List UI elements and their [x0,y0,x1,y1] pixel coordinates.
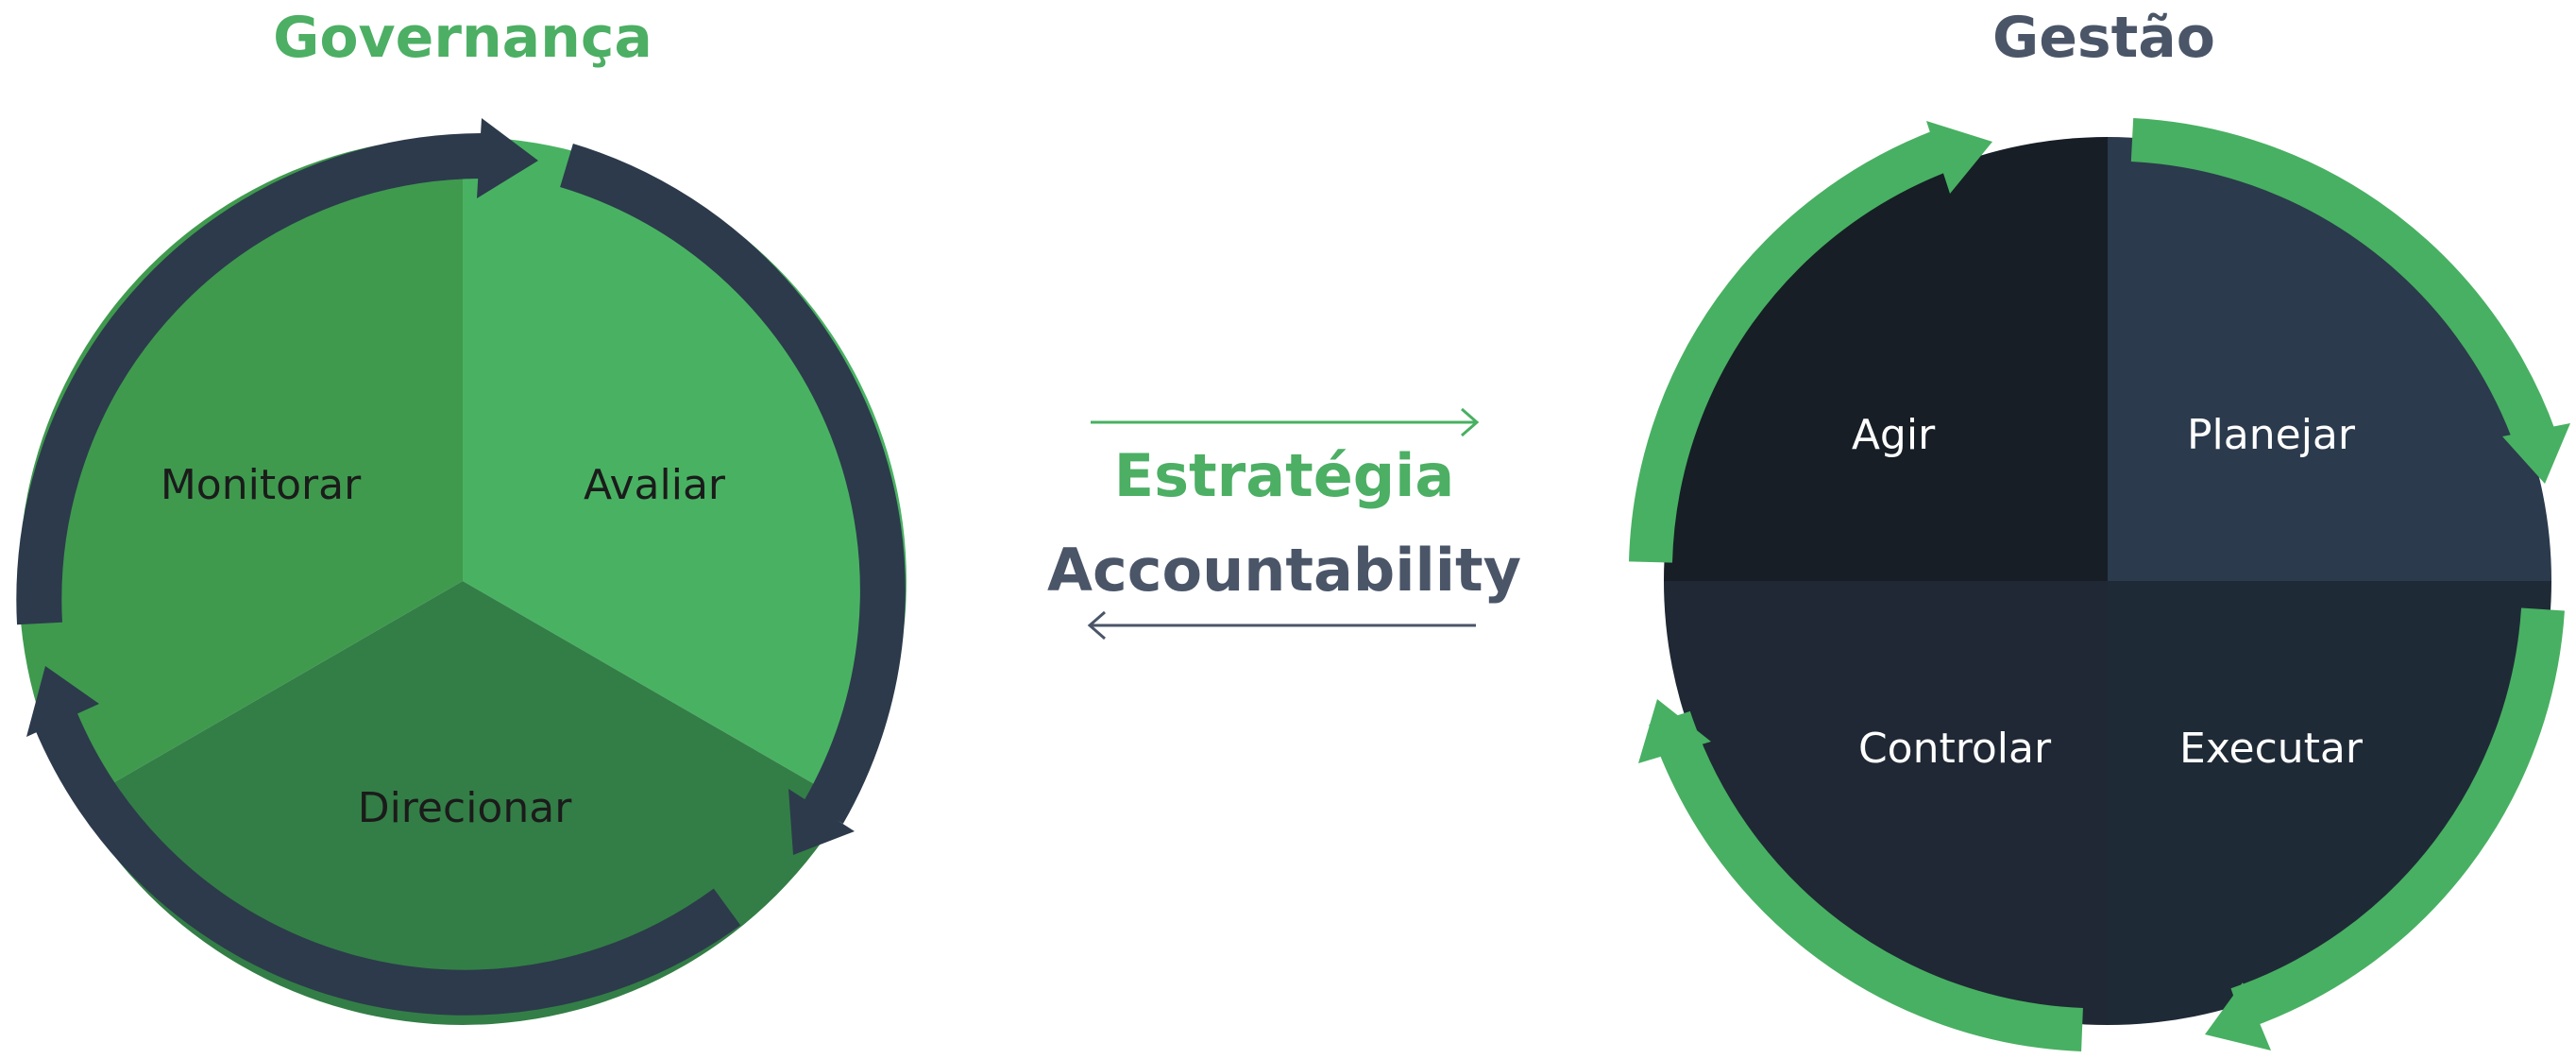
arrow-arc-evaluate-to-direct [560,144,906,824]
accountability-arrow-head-icon [1087,610,1106,641]
arrow-arc-direct-to-monitor [33,709,741,1016]
arrow-head-right-icon [2502,423,2570,484]
strategy-arrow-head-icon [1461,407,1480,437]
quadrant-execute-label: Executar [2179,725,2364,773]
management-cycle: Agir Planejar Controlar Executar [1629,118,2570,1051]
quadrant-plan [2108,137,2551,581]
governance-title: Governança [273,5,652,71]
quadrant-control [1664,581,2108,1025]
management-title: Gestão [1992,5,2215,71]
arrow-head-bottom-right-icon [2205,982,2271,1050]
arrow-arc-execute-to-control [2230,607,2565,1030]
quadrant-act-label: Agir [1852,411,1936,459]
segment-direct [78,581,847,1025]
arrow-arc-act-to-plan [1629,128,1954,563]
arrow-arc-control-to-act [1649,710,2083,1051]
arrow-head-top-icon [477,118,538,198]
arrow-head-left-icon [26,666,99,737]
quadrant-execute [2108,581,2551,1025]
segment-evaluate-label: Avaliar [584,461,726,509]
center-connector: Estratégia Accountability [1047,407,1521,641]
management-arrows [1629,118,2565,1051]
segment-direct-label: Direcionar [358,784,572,832]
arrow-arc-monitor-to-evaluate [16,133,483,625]
arrow-head-right-icon [788,789,855,855]
arrow-head-bottom-left-icon [1638,699,1711,763]
arrow-arc-plan-to-execute [2130,118,2556,447]
quadrant-act [1664,137,2108,581]
accountability-label: Accountability [1047,536,1521,605]
arrow-head-top-left-icon [1926,121,1992,194]
strategy-label: Estratégia [1114,441,1454,510]
governance-arrows [16,133,906,1016]
segment-monitor-label: Monitorar [161,461,362,509]
governance-cycle: Monitorar Avaliar Direcionar [16,118,907,1025]
quadrant-control-label: Controlar [1858,725,2052,773]
quadrant-plan-label: Planejar [2187,411,2356,459]
